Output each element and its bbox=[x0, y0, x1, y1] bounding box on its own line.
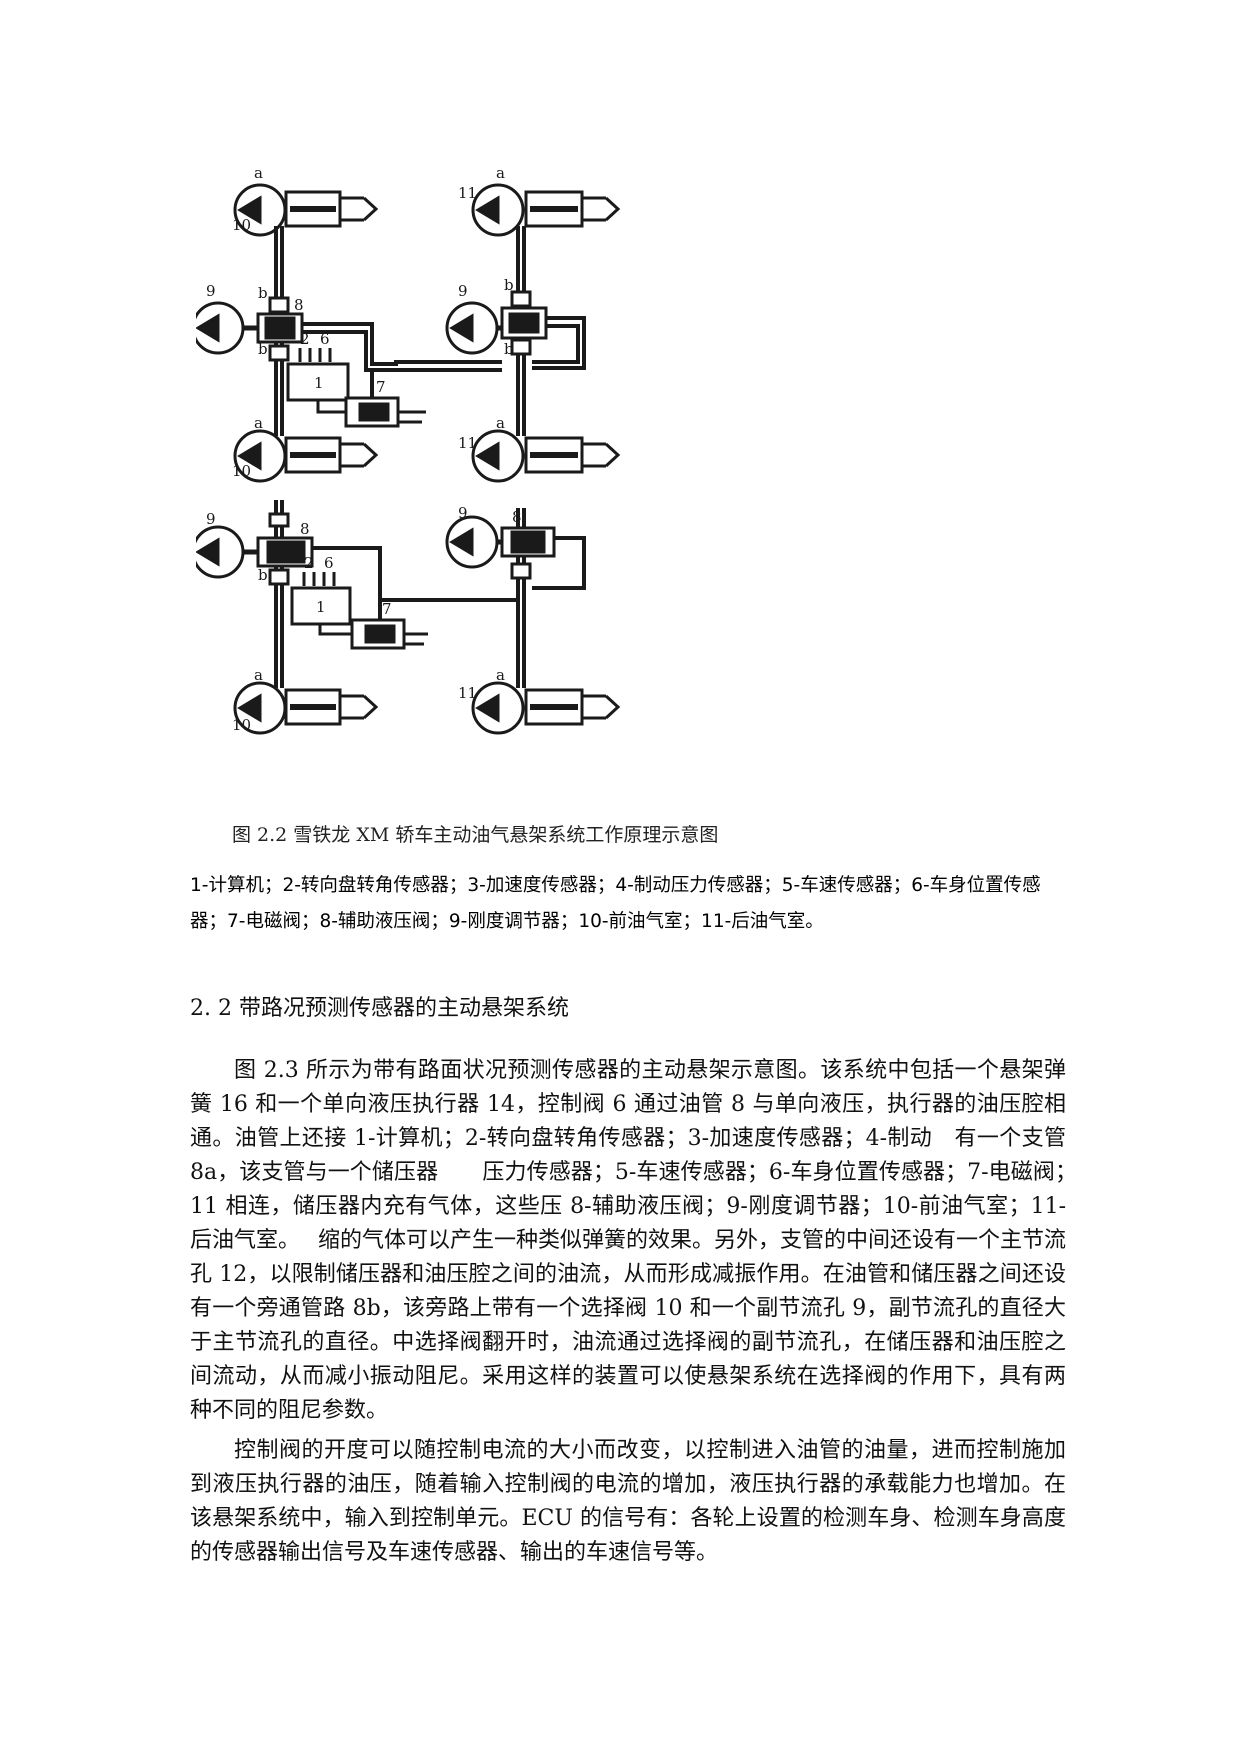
label-bl-outer: 10 bbox=[232, 462, 251, 480]
rear-right-oil-chamber bbox=[471, 429, 621, 483]
schematic-drawing: 10 a 11 a 9 b b 8 2 6 1 7 9 b b 10 a 11 … bbox=[196, 168, 621, 735]
label-tl-a: a bbox=[254, 168, 263, 182]
label-ml-b-top: b bbox=[258, 284, 268, 302]
label-mr-b-bot: b bbox=[504, 340, 514, 358]
figure-legend: 1-计算机；2-转向盘转角传感器；3-加速度传感器；4-制动压力传感器；5-车速… bbox=[190, 875, 1041, 932]
label-ml-b-bot: b bbox=[258, 340, 268, 358]
label-lower-10: 10 bbox=[232, 716, 251, 734]
label-br-outer: 11 bbox=[458, 434, 477, 452]
label-lower-1: 1 bbox=[316, 598, 326, 616]
front-left-oil-chamber bbox=[233, 183, 379, 237]
label-lower-a-right: a bbox=[496, 666, 505, 684]
label-lower-11: 11 bbox=[458, 684, 477, 702]
label-lower-6: 6 bbox=[324, 554, 334, 572]
label-lower-9-left: 9 bbox=[206, 510, 216, 528]
label-lower-9-right: 9 bbox=[458, 504, 468, 522]
label-lower-a-left: a bbox=[254, 666, 263, 684]
label-bl-a: a bbox=[254, 414, 263, 432]
label-lower-2: 2 bbox=[304, 554, 314, 572]
front-right-oil-chamber bbox=[233, 429, 379, 483]
label-br-a: a bbox=[496, 414, 505, 432]
front-stiffness-regulator bbox=[196, 296, 304, 362]
solenoid-valve-upper bbox=[316, 372, 426, 428]
body-paragraph-1: 图 2.3 所示为带有路面状况预测传感器的主动悬架示意图。该系统中包括一个悬架弹… bbox=[190, 1058, 1095, 1423]
label-ml-1: 1 bbox=[314, 374, 324, 392]
label-lower-b: b bbox=[258, 566, 268, 584]
label-tr-outer: 11 bbox=[458, 184, 477, 202]
label-mr-outer: 9 bbox=[458, 282, 468, 300]
label-tr-a: a bbox=[496, 168, 505, 182]
label-ml-2: 2 bbox=[300, 330, 310, 348]
front-oil-chamber-lower bbox=[233, 681, 379, 735]
label-mr-b-top: b bbox=[504, 276, 514, 294]
suspension-schematic-figure: 10 a 11 a 9 b b 8 2 6 1 7 9 b b 10 a 11 … bbox=[196, 168, 736, 800]
label-lower-8-right: 8 bbox=[512, 508, 522, 526]
label-ml-outer: 9 bbox=[206, 282, 216, 300]
rear-stiffness-regulator bbox=[445, 290, 548, 356]
front-stiffness-regulator-lower bbox=[196, 525, 314, 586]
rear-left-oil-chamber bbox=[471, 183, 621, 237]
label-ml-6: 6 bbox=[320, 330, 330, 348]
rear-stiffness-regulator-lower bbox=[445, 515, 556, 580]
label-ml-8: 8 bbox=[294, 296, 304, 314]
label-lower-7: 7 bbox=[382, 600, 392, 618]
figure-caption: 图 2.2 雪铁龙 XM 轿车主动油气悬架系统工作原理示意图 bbox=[232, 824, 719, 846]
rear-oil-chamber-lower bbox=[471, 681, 621, 735]
label-ml-7: 7 bbox=[376, 378, 386, 396]
label-tl-outer: 10 bbox=[232, 216, 251, 234]
label-lower-8-left: 8 bbox=[300, 520, 310, 538]
body-paragraph-2: 控制阀的开度可以随控制电流的大小而改变，以控制进入油管的油量，进而控制施加到液压… bbox=[190, 1438, 1066, 1565]
solenoid-valve-lower bbox=[318, 600, 428, 650]
section-heading: 2. 2 带路况预测传感器的主动悬架系统 bbox=[190, 996, 569, 1021]
